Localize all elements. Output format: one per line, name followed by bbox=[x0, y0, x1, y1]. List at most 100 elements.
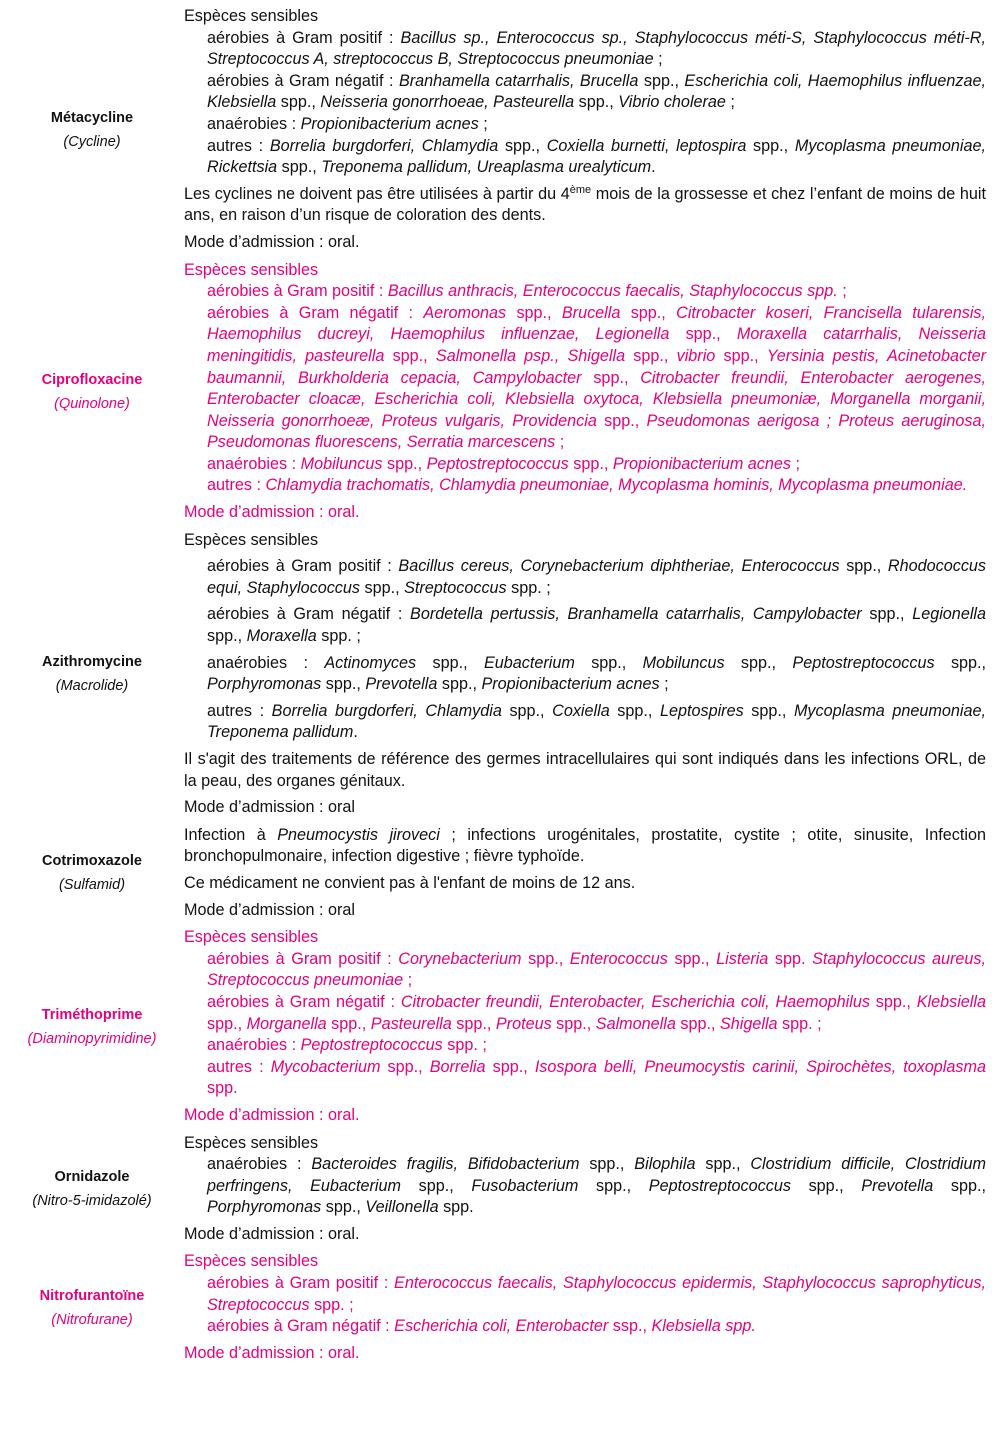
species-name: Yersinia pestis, Acinetobacter baumannii… bbox=[207, 346, 986, 387]
admission-mode: Mode d’admission : oral. bbox=[184, 502, 986, 524]
text-segment: spp. bbox=[207, 1079, 238, 1098]
admission-mode: Mode d’admission : oral. bbox=[184, 1105, 986, 1127]
drug-label: Azithromycine (Macrolide) bbox=[0, 650, 184, 698]
text-segment: spp., bbox=[579, 1155, 635, 1174]
text-segment: Mode d’admission : oral. bbox=[184, 1105, 360, 1124]
species-name: Peptostreptococcus bbox=[300, 1036, 443, 1055]
text-segment: ; bbox=[478, 114, 488, 133]
species-name: Coxiella burnetti, leptospira bbox=[546, 136, 747, 155]
species-name: Aeromonas bbox=[423, 303, 507, 322]
drug-label: Ornidazole (Nitro-5-imidazolé) bbox=[0, 1165, 184, 1213]
text-segment: aérobies à Gram positif : bbox=[207, 1274, 395, 1293]
description-paragraph: autres : Borrelia burgdorferi, Chlamydia… bbox=[184, 136, 986, 179]
species-name: Porphyromonas bbox=[207, 675, 322, 694]
text-segment: ssp., bbox=[608, 1317, 652, 1336]
description-paragraph: Ce médicament ne convient pas à l'enfant… bbox=[184, 873, 986, 895]
text-segment: spp. ; bbox=[309, 1295, 354, 1314]
species-name: Vibrio cholerae bbox=[618, 93, 726, 112]
description-paragraph: anaérobies : Actinomyces spp., Eubacteri… bbox=[184, 653, 986, 696]
text-segment: mois de la grossesse et chez l’enfant de… bbox=[184, 184, 987, 225]
text-segment: spp. ; bbox=[506, 578, 551, 597]
text-segment: Espèces sensibles bbox=[184, 1252, 319, 1271]
text-segment: ; bbox=[725, 93, 735, 112]
text-segment: ; bbox=[659, 675, 669, 694]
text-segment: spp., bbox=[485, 1057, 535, 1076]
text-segment: ème bbox=[569, 183, 592, 196]
text-segment: spp., bbox=[451, 1014, 496, 1033]
description-paragraph: aérobies à Gram positif : Enterococcus f… bbox=[184, 1273, 986, 1316]
text-segment: spp., bbox=[359, 578, 405, 597]
species-name: Staphylococcus aureus, Streptococcus pne… bbox=[207, 949, 987, 990]
drug-description: Espèces sensibles aérobies à Gram positif… bbox=[184, 1251, 986, 1364]
species-name: Isospora belli, Pneumocystis carinii, Sp… bbox=[534, 1057, 986, 1076]
admission-mode: Mode d’admission : oral. bbox=[184, 1224, 986, 1246]
species-name: Neisseria gonorrhoeae, Pasteurella bbox=[320, 93, 575, 112]
species-name: Borrelia burgdorferi, Chlamydia bbox=[271, 701, 502, 720]
text-segment: spp., bbox=[724, 653, 793, 672]
text-segment: spp., bbox=[869, 992, 917, 1011]
species-name: Listeria bbox=[716, 949, 769, 968]
text-segment: ; bbox=[791, 454, 801, 473]
description-paragraph: aérobies à Gram positif : Bacillus anthr… bbox=[184, 281, 986, 303]
species-name: Escherichia coli, Enterobacter bbox=[394, 1317, 609, 1336]
drug-entry-ciprofloxacine: Ciprofloxacine (Quinolone) Espèces sensi… bbox=[0, 260, 992, 524]
section-heading: Espèces sensibles bbox=[184, 530, 986, 552]
drug-class: (Nitrofurane) bbox=[51, 1311, 133, 1328]
text-segment: Ce médicament ne convient pas à l'enfant… bbox=[184, 873, 636, 892]
text-segment: spp., bbox=[596, 411, 647, 430]
description-paragraph: aérobies à Gram positif : Corynebacteriu… bbox=[184, 949, 986, 992]
species-name: Moraxella bbox=[246, 627, 317, 646]
drug-label: Nitrofurantoïne (Nitrofurane) bbox=[0, 1284, 184, 1332]
species-name: Prevotella bbox=[365, 675, 438, 694]
text-segment: Espèces sensibles bbox=[184, 1133, 319, 1152]
species-name: Enterococcus bbox=[569, 949, 668, 968]
text-segment: aérobies à Gram négatif : bbox=[207, 303, 424, 322]
description-paragraph: anaérobies : Mobiluncus spp., Peptostrep… bbox=[184, 454, 986, 476]
text-segment: spp., bbox=[581, 368, 641, 387]
text-segment: . bbox=[651, 158, 656, 177]
text-segment: spp., bbox=[521, 949, 570, 968]
section-heading: Infection à Pneumocystis jiroveci ; infe… bbox=[184, 825, 986, 868]
species-name: Fusobacterium bbox=[471, 1176, 579, 1195]
description-paragraph: anaérobies : Peptostreptococcus spp. ; bbox=[184, 1035, 986, 1057]
species-name: Enterococcus faecalis, Staphylococcus ep… bbox=[207, 1274, 986, 1314]
species-name: Proteus bbox=[495, 1014, 552, 1033]
species-name: Chlamydia trachomatis, Chlamydia pneumon… bbox=[265, 476, 968, 495]
text-segment: autres : bbox=[207, 701, 272, 720]
drug-label: Métacycline (Cycline) bbox=[0, 106, 184, 154]
species-name: Mobiluncus bbox=[642, 653, 725, 672]
text-segment: anaérobies : bbox=[207, 454, 301, 473]
text-segment: Mode d’admission : oral. bbox=[184, 232, 360, 251]
description-paragraph: aérobies à Gram négatif : Citrobacter fr… bbox=[184, 992, 986, 1035]
drug-class: (Macrolide) bbox=[55, 678, 129, 695]
species-name: Mycobacterium bbox=[270, 1057, 381, 1076]
text-segment: aérobies à Gram négatif : bbox=[207, 1317, 395, 1336]
text-segment: Espèces sensibles bbox=[184, 928, 319, 947]
text-segment: spp., bbox=[400, 1176, 472, 1195]
text-segment: autres : bbox=[207, 476, 266, 495]
description-paragraph: Il s'agit des traitements de référence d… bbox=[184, 749, 986, 792]
drug-name: Métacycline bbox=[50, 109, 134, 126]
drug-class: (Diaminopyrimidine) bbox=[27, 1030, 157, 1047]
text-segment: spp., bbox=[498, 136, 547, 155]
species-name: Citrobacter freundii, Enterobacter, Esch… bbox=[400, 992, 870, 1011]
species-name: Morganella bbox=[246, 1014, 327, 1033]
description-paragraph: aérobies à Gram positif : Bacillus sp., … bbox=[184, 28, 986, 71]
species-name: Treponema pallidum, Ureaplasma urealytic… bbox=[321, 158, 652, 177]
text-segment: spp. ; bbox=[777, 1014, 822, 1033]
section-heading: Espèces sensibles bbox=[184, 6, 986, 28]
species-name: Bacteroides fragilis, Bifidobacterium bbox=[311, 1155, 580, 1174]
text-segment: spp., bbox=[578, 1176, 649, 1195]
drug-class: (Nitro-5-imidazolé) bbox=[32, 1192, 152, 1209]
description-paragraph: autres : Mycobacterium spp., Borrelia sp… bbox=[184, 1057, 986, 1100]
description-paragraph: autres : Chlamydia trachomatis, Chlamydi… bbox=[184, 475, 986, 497]
drug-label: Ciprofloxacine (Quinolone) bbox=[0, 368, 184, 416]
species-name: Branhamella catarrhalis, Brucella bbox=[398, 71, 639, 90]
text-segment: spp., bbox=[326, 1014, 371, 1033]
species-name: Moraxella catarrhalis, Neisseria meningi… bbox=[207, 325, 987, 365]
species-name: Pseudomonas aerigosa ; Proteus aeruginos… bbox=[207, 411, 986, 452]
text-segment: anaérobies : bbox=[207, 114, 301, 133]
text-segment: spp., bbox=[574, 653, 643, 672]
description-paragraph: aérobies à Gram négatif : Bordetella per… bbox=[184, 604, 986, 647]
